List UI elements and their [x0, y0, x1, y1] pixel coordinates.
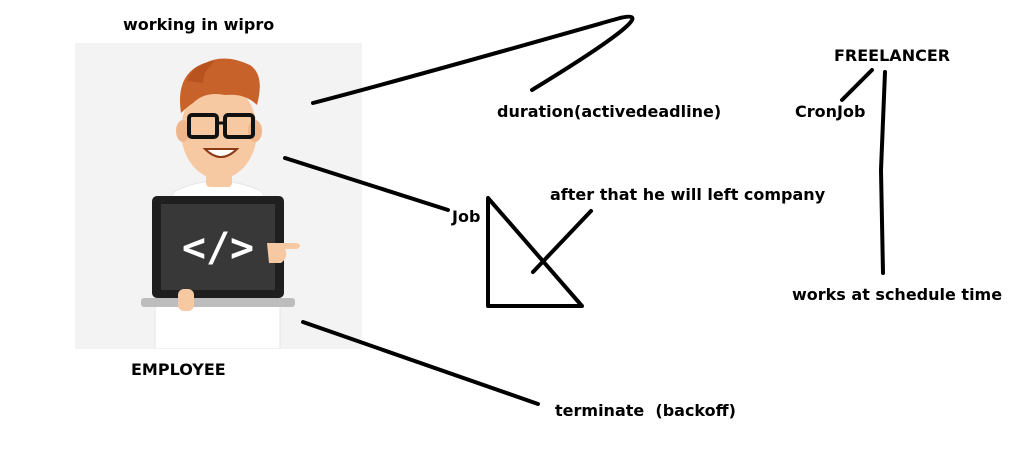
after-connector — [531, 209, 593, 274]
after-label: after that he will left company — [550, 185, 826, 204]
smile — [202, 148, 240, 158]
employee-illustration: </> — [141, 58, 300, 349]
pointing-hand — [267, 243, 300, 263]
top-caption: working in wipro — [123, 15, 275, 34]
freelancer-label: FREELANCER — [834, 46, 951, 65]
terminate-label: terminate (backoff) — [555, 401, 736, 420]
schedule-label: works at schedule time — [792, 285, 1003, 304]
freelancer-schedule-connector — [879, 70, 887, 275]
terminate-connector — [301, 320, 540, 406]
duration-label: duration(activedeadline) — [497, 102, 722, 121]
freelancer-cronjob-connector — [840, 68, 874, 102]
glasses-icon — [187, 113, 255, 139]
duration-connector — [311, 14, 635, 105]
hair-tuft — [187, 61, 215, 83]
cronjob-label: CronJob — [795, 102, 866, 121]
job-triangle — [486, 196, 584, 308]
job-connector — [283, 156, 450, 212]
employee-caption: EMPLOYEE — [131, 360, 226, 379]
laptop-screen — [161, 204, 275, 290]
job-label: Job — [452, 207, 481, 226]
lower-hand — [178, 289, 194, 311]
left-ear — [176, 120, 190, 142]
code-icon: </> — [182, 225, 254, 271]
